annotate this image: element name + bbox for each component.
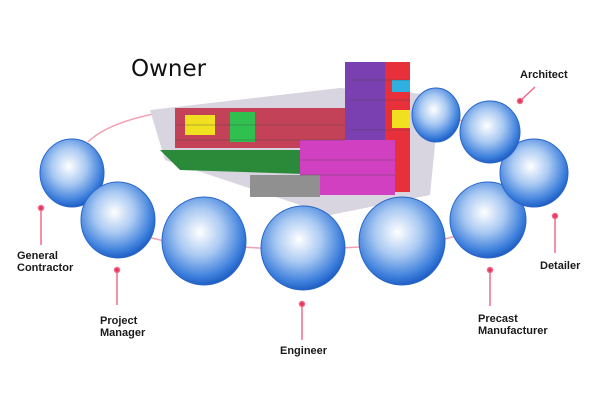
connector-dot (298, 300, 306, 308)
sphere-general-contractor (39, 138, 105, 208)
label-precast-manufacturer: Precast Manufacturer (478, 313, 548, 337)
owner-title: Owner (131, 56, 207, 82)
sphere-precast (449, 181, 527, 259)
sphere-engineer (260, 205, 346, 291)
sphere-detailer (499, 138, 569, 208)
connector-dot (516, 97, 524, 105)
connector-dot (37, 204, 45, 212)
label-line: Manager (100, 327, 146, 339)
connector-dot (551, 212, 559, 220)
label-engineer: Engineer (280, 345, 328, 357)
label-detailer: Detailer (540, 260, 581, 272)
label-line: General (17, 250, 58, 262)
label-line: Manufacturer (478, 325, 548, 337)
label-line: Precast (478, 313, 518, 325)
building-model (150, 62, 440, 215)
label-architect: Architect (520, 69, 568, 81)
label-project-manager: Project Manager (100, 315, 145, 339)
sphere-top (411, 87, 461, 143)
sphere-architect (459, 100, 521, 164)
sphere-3 (161, 196, 247, 286)
sphere-project-manager (80, 181, 156, 259)
connector-dot (113, 266, 121, 274)
connector-dot (486, 266, 494, 274)
label-general-contractor: General Contractor (17, 250, 73, 274)
label-line: Contractor (17, 262, 74, 274)
label-line: Project (100, 315, 138, 327)
sphere-5 (358, 196, 446, 286)
